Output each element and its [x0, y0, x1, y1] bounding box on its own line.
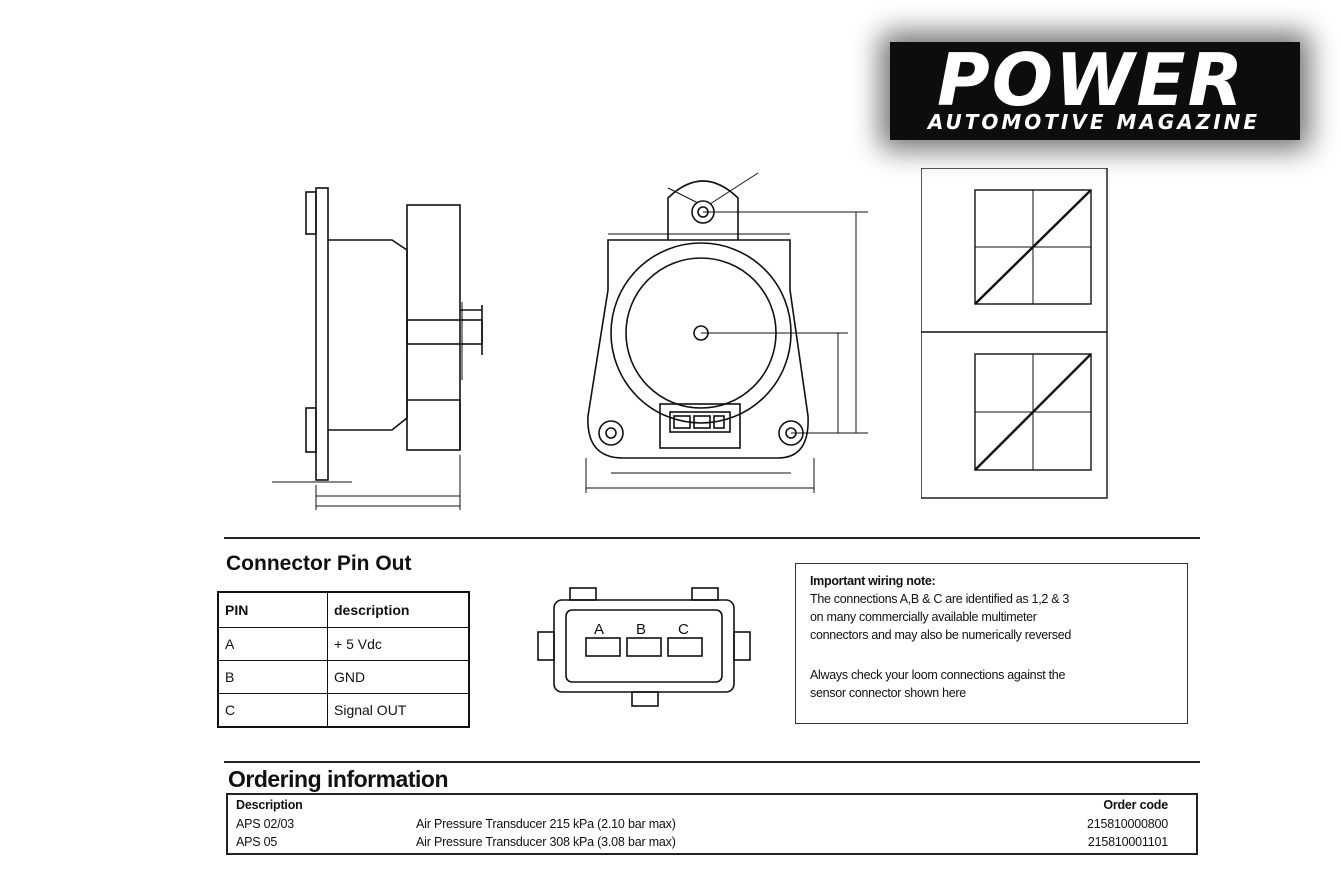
note-line: Always check your loom connections again… [810, 668, 1066, 682]
pin-label-c: C [678, 621, 689, 638]
table-row: APS 02/03 Air Pressure Transducer 215 kP… [228, 817, 1196, 833]
table-row: A + 5 Vdc [217, 627, 470, 661]
side-view-drawing [262, 180, 492, 510]
pin-cell: B [217, 660, 328, 694]
pin-cell: C [217, 693, 328, 728]
section-divider [224, 761, 1200, 763]
order-code: 215810000800 [1086, 817, 1168, 831]
front-view-drawing [578, 158, 868, 498]
description-cell: Signal OUT [327, 693, 470, 728]
product-code: APS 02/03 [236, 817, 294, 831]
note-line: The connections A,B & C are identified a… [810, 592, 1070, 606]
column-header: Description [236, 798, 303, 812]
note-line: connectors and may also be numerically r… [810, 628, 1072, 642]
column-header: PIN [217, 591, 328, 628]
note-line: on many commercially available multimete… [810, 610, 1037, 624]
pin-cell: A [217, 627, 328, 661]
transfer-graphs [921, 168, 1109, 502]
section-divider [224, 537, 1200, 539]
product-code: APS 05 [236, 835, 278, 849]
description-cell: + 5 Vdc [327, 627, 470, 661]
ordering-heading: Ordering information [228, 766, 449, 792]
pinout-heading: Connector Pin Out [226, 552, 412, 575]
column-header: description [327, 591, 470, 628]
product-description: Air Pressure Transducer 308 kPa (3.08 ba… [416, 835, 676, 849]
pinout-table: PIN description A + 5 Vdc B GND C Signal… [217, 591, 470, 728]
table-row: APS 05 Air Pressure Transducer 308 kPa (… [228, 835, 1196, 851]
connector-diagram: A B C [536, 586, 756, 716]
logo-title: POWER [936, 38, 1246, 122]
product-description: Air Pressure Transducer 215 kPa (2.10 ba… [416, 817, 676, 831]
note-line: sensor connector shown here [810, 686, 966, 700]
wiring-note-box: Important wiring note: The connections A… [795, 563, 1188, 724]
pin-label-a: A [594, 621, 604, 638]
table-row: B GND [217, 660, 470, 694]
order-code: 215810001101 [1087, 835, 1168, 849]
power-logo: POWER AUTOMOTIVE MAGAZINE [880, 32, 1310, 150]
column-header: Order code [1103, 798, 1168, 812]
note-title: Important wiring note: [810, 574, 936, 588]
ordering-table: Description Order code APS 02/03 Air Pre… [226, 793, 1198, 855]
table-header-row: PIN description [217, 591, 470, 628]
description-cell: GND [327, 660, 470, 694]
pin-label-b: B [636, 621, 646, 638]
table-row: C Signal OUT [217, 693, 470, 728]
logo-subtitle: AUTOMOTIVE MAGAZINE [927, 110, 1261, 134]
table-header-row: Description Order code [228, 798, 1196, 814]
